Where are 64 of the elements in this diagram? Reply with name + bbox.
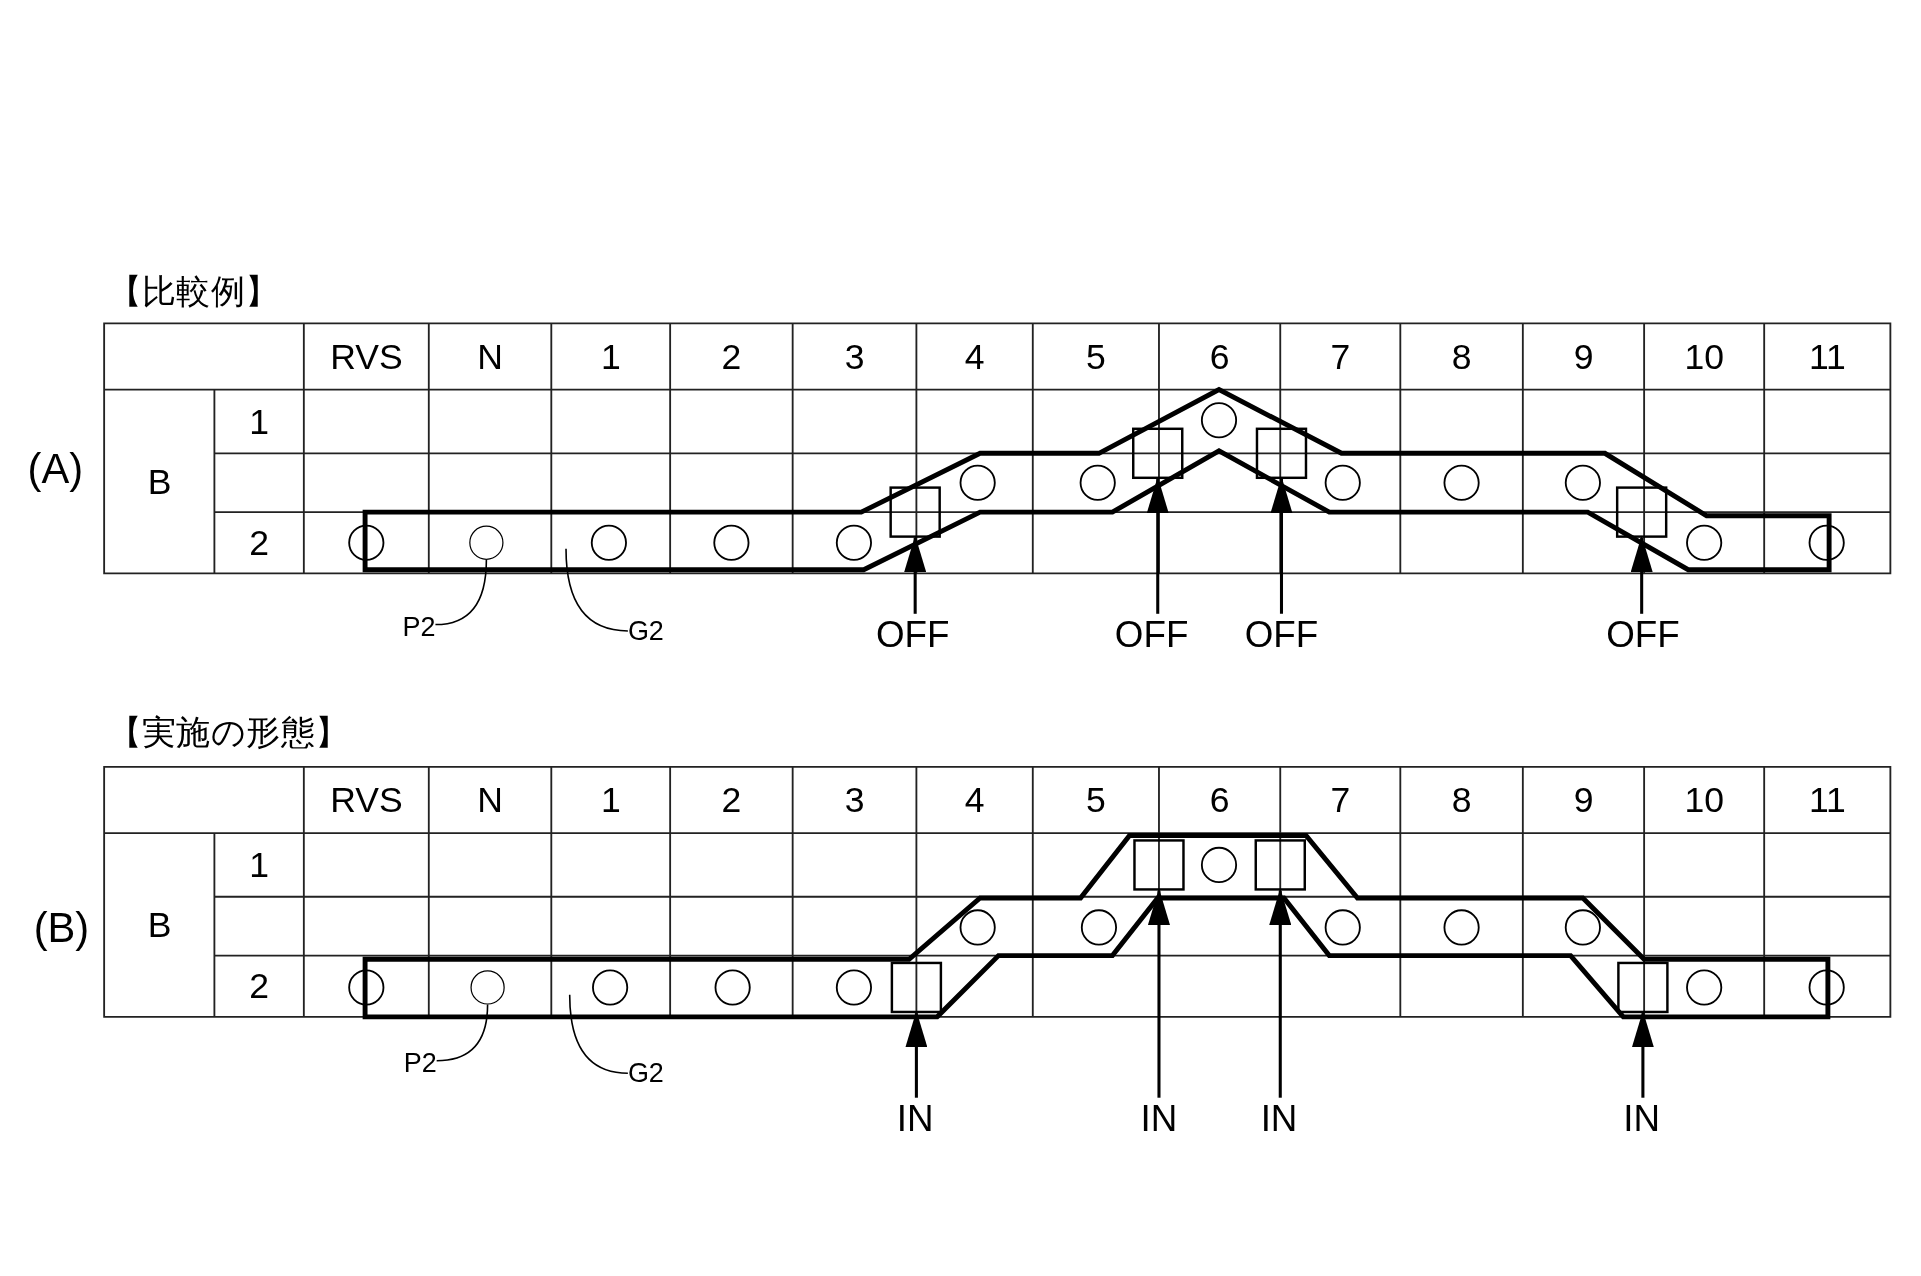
leader-line: [568, 994, 629, 1074]
row-header: B: [147, 907, 172, 943]
column-header: 7: [1330, 338, 1351, 375]
leader-line: [434, 559, 488, 626]
column-header: 9: [1573, 782, 1594, 818]
square-marker: [1133, 839, 1185, 891]
column-header: 3: [844, 338, 865, 375]
square-marker: [889, 486, 941, 538]
column-header: 6: [1209, 782, 1230, 818]
column-header: 9: [1573, 338, 1594, 375]
section-heading: 【実施の形態】: [107, 715, 350, 750]
column-header: 10: [1684, 782, 1725, 818]
signal-label: IN: [1140, 1100, 1178, 1137]
column-header: RVS: [330, 338, 403, 375]
square-marker: [1615, 486, 1668, 538]
column-header: 4: [964, 782, 985, 818]
signal-label: IN: [896, 1100, 934, 1137]
reference-label: G2: [627, 1059, 664, 1087]
reference-label: P2: [403, 1049, 437, 1077]
column-header: 2: [721, 338, 742, 375]
panel-label: (B): [33, 906, 90, 949]
column-header: 10: [1684, 338, 1725, 375]
column-header: 1: [600, 338, 621, 375]
column-header: 8: [1451, 782, 1472, 818]
section-heading: 【比較例】: [107, 274, 280, 309]
row-header: 2: [249, 968, 270, 1004]
reference-label: P2: [402, 613, 436, 641]
column-header: 11: [1808, 782, 1846, 818]
row-header: 1: [249, 403, 270, 440]
column-header: 3: [844, 782, 865, 818]
arrow: [1269, 888, 1292, 1098]
column-header: N: [477, 338, 503, 375]
signal-label: IN: [1623, 1100, 1661, 1137]
column-header: 11: [1808, 338, 1846, 375]
column-header: 7: [1330, 782, 1351, 818]
square-marker: [1132, 427, 1184, 479]
circle-mark: [470, 970, 505, 1005]
row-header: 1: [249, 847, 270, 883]
leader-line: [565, 548, 629, 632]
signal-label: OFF: [1114, 616, 1189, 653]
column-header: 8: [1451, 338, 1472, 375]
signal-label: OFF: [1606, 616, 1680, 653]
signal-label: OFF: [1244, 616, 1319, 653]
arrow: [904, 535, 927, 614]
arrow: [1630, 535, 1653, 614]
signal-label: IN: [1260, 1100, 1298, 1137]
column-header: 6: [1209, 338, 1230, 375]
column-header: N: [477, 782, 503, 818]
column-header: RVS: [330, 782, 403, 818]
column-header: 5: [1086, 782, 1106, 818]
row-header: B: [147, 463, 172, 500]
column-header: 5: [1086, 338, 1106, 375]
square-marker: [890, 961, 943, 1014]
column-header: 4: [964, 338, 985, 375]
square-marker: [1617, 961, 1669, 1014]
column-header: 2: [721, 782, 742, 818]
column-header: 1: [600, 782, 621, 818]
row-header: 2: [249, 524, 270, 561]
leader-line: [435, 1003, 489, 1062]
square-marker: [1254, 839, 1306, 891]
signal-label: OFF: [875, 616, 950, 653]
square-marker: [1255, 427, 1308, 479]
arrow: [1147, 888, 1170, 1098]
reference-label: G2: [627, 617, 664, 645]
